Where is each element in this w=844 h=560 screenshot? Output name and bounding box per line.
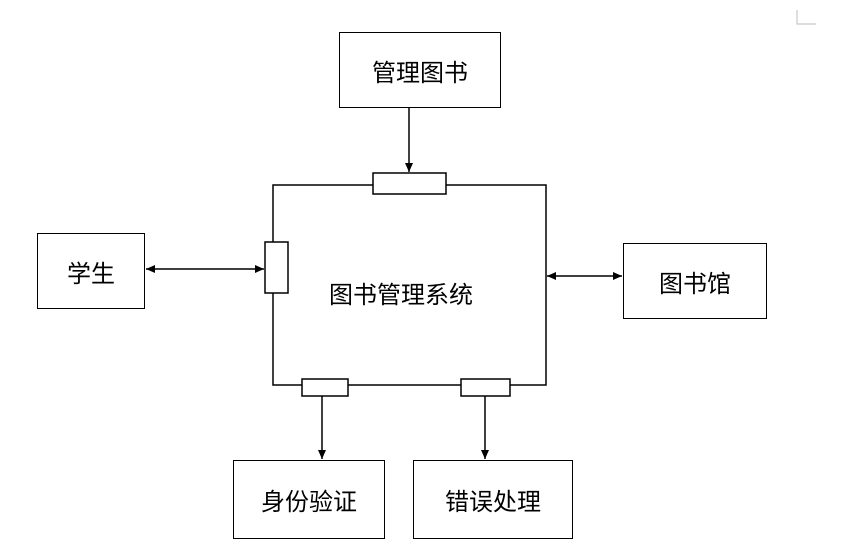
node-library: 图书馆 <box>623 243 767 319</box>
port-bottom-right <box>460 378 511 397</box>
page-corner-mark <box>796 10 816 25</box>
node-student-label: 学生 <box>67 259 115 288</box>
node-student: 学生 <box>37 233 145 309</box>
node-library-label: 图书馆 <box>659 269 731 298</box>
node-identity-verification-label: 身份验证 <box>261 488 357 516</box>
node-error-handling: 错误处理 <box>413 460 573 539</box>
node-identity-verification: 身份验证 <box>233 460 385 539</box>
system-label: 图书管理系统 <box>329 281 473 309</box>
port-bottom-left <box>301 378 349 397</box>
node-manage-books-label: 管理图书 <box>372 58 468 87</box>
port-top <box>372 172 447 195</box>
port-left <box>264 241 289 294</box>
node-error-handling-label: 错误处理 <box>445 488 541 516</box>
node-manage-books: 管理图书 <box>339 32 501 108</box>
